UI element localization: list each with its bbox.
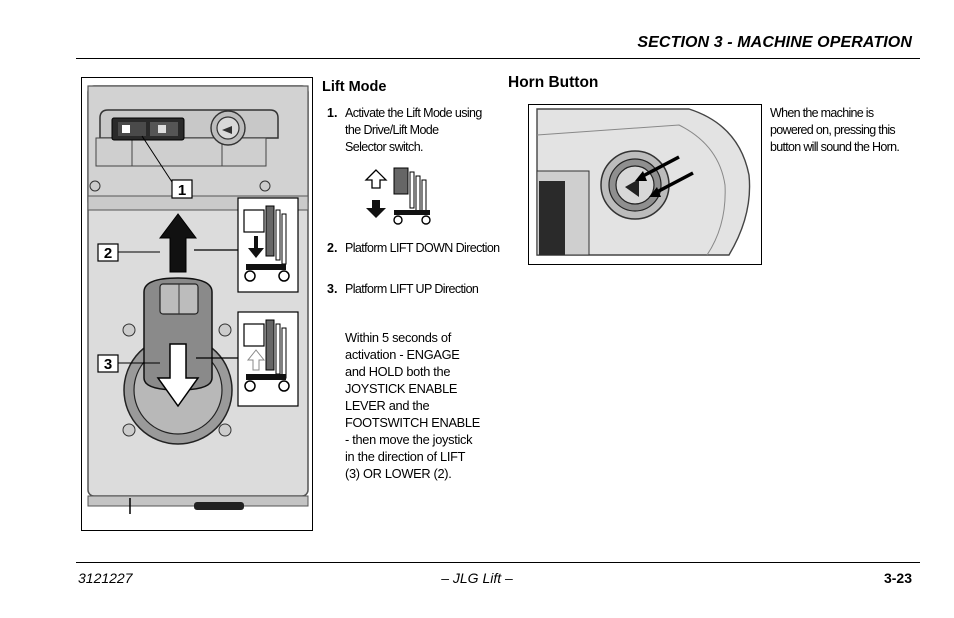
footer-center-title: – JLG Lift – xyxy=(441,570,513,586)
step-3-text: Platform LIFT UP Direction xyxy=(345,282,479,296)
lift-mode-icon xyxy=(364,167,431,225)
callout-1 xyxy=(171,179,193,199)
callout-1-label: 1 xyxy=(178,182,186,199)
step-1-text: Activate the Lift Mode using the Drive/L… xyxy=(345,106,482,154)
horn-button-description: When the machine is powered on, pressing… xyxy=(770,106,900,154)
step-3-number: 3. xyxy=(327,282,338,296)
horn-button-heading: Horn Button xyxy=(508,74,599,91)
joystick-figure: 1 2 3 xyxy=(81,77,313,531)
step-3: 3. Platform LIFT UP Direction xyxy=(322,281,505,298)
footer-doc-number: 3121227 xyxy=(78,570,133,586)
step-2: 2. Platform LIFT DOWN Direction xyxy=(322,240,505,257)
footer-page-number: 3-23 xyxy=(883,570,912,586)
section-title: SECTION 3 - MACHINE OPERATION xyxy=(637,34,912,51)
header-rule xyxy=(76,58,920,59)
joystick-illustration: 1 2 3 xyxy=(82,78,312,530)
horn-illustration xyxy=(529,105,761,264)
step-2-number: 2. xyxy=(327,241,338,255)
callout-3-label: 3 xyxy=(104,356,112,373)
footer-rule xyxy=(76,562,920,563)
step-1-number: 1. xyxy=(327,106,338,120)
callout-2-label: 2 xyxy=(104,245,112,262)
lift-mode-heading: Lift Mode xyxy=(322,79,387,95)
step-1: 1. Activate the Lift Mode using the Driv… xyxy=(322,105,482,156)
step-2-text: Platform LIFT DOWN Direction xyxy=(345,241,500,255)
lift-mode-steps: 1. Activate the Lift Mode using the Driv… xyxy=(322,105,482,156)
horn-figure xyxy=(528,104,762,265)
lift-mode-note: Within 5 seconds of activation - ENGAGE … xyxy=(345,330,480,481)
